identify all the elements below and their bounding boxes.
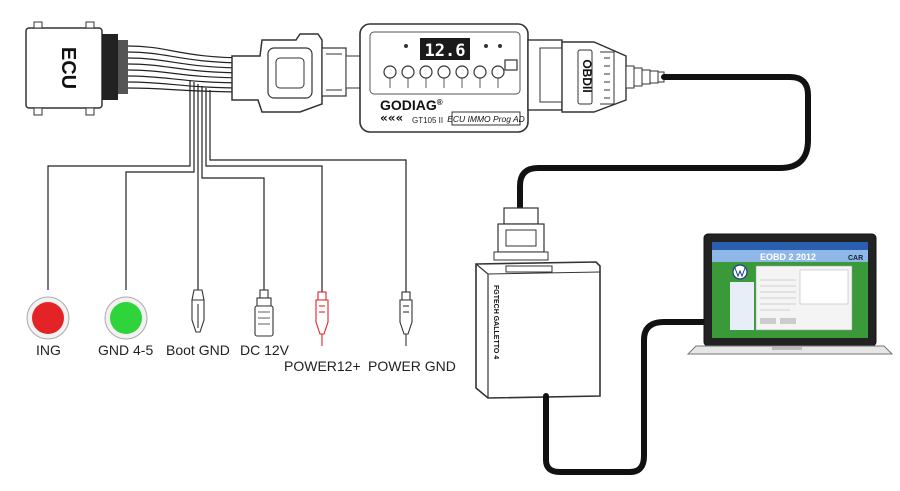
boot-gnd-clip-icon	[191, 289, 205, 333]
laptop-screen-title: EOBD 2 2012	[760, 252, 816, 262]
breakout-wires	[47, 80, 407, 292]
device-model: GT105 II	[412, 116, 443, 125]
gnd-led	[104, 296, 148, 340]
db-connector	[493, 207, 549, 261]
connector-label-power-ground: POWER GND	[368, 358, 456, 374]
voltage-readout: 12.6	[425, 41, 466, 61]
obd-plug: OBDII	[527, 39, 665, 113]
red-led-icon	[32, 302, 64, 334]
connector-label-power-positive: POWER12+	[284, 358, 361, 374]
switch-row	[383, 59, 518, 79]
godiag-device: 12.6 ««« GODIAG® GT105 II ECU IMMO Prog …	[359, 23, 529, 133]
device-brand: GODIAG®	[380, 97, 443, 113]
usb-cable	[543, 319, 711, 475]
connector-label-ing: ING	[36, 342, 61, 358]
status-led-icon	[484, 44, 488, 48]
ecu-module: ECU	[25, 21, 128, 116]
device-chevrons: «««	[380, 111, 403, 125]
green-led-icon	[110, 302, 142, 334]
programmer-box: FGTECH GALLETTO 4	[475, 261, 601, 399]
programmer-label: FGTECH GALLETTO 4	[492, 285, 499, 359]
ing-led	[26, 296, 70, 340]
ecu-label: ECU	[57, 47, 79, 89]
power-ground-probe-icon	[399, 291, 413, 346]
ecu-wire-bundle	[127, 45, 251, 93]
power-positive-probe-icon	[315, 291, 329, 346]
female-obd-connector	[231, 33, 365, 113]
obd-cable	[517, 74, 811, 213]
obd-label: OBDII	[580, 59, 594, 92]
laptop: EOBD 2 2012 CAR	[686, 233, 894, 355]
device-name: ECU IMMO Prog AD	[447, 114, 525, 124]
voltage-display	[420, 38, 470, 60]
connector-label-gnd: GND 4-5	[98, 342, 153, 358]
status-led-icon	[498, 44, 502, 48]
laptop-screen-tag: CAR	[848, 255, 863, 262]
connector-label-dc: DC 12V	[240, 342, 290, 358]
dc-jack-icon	[254, 289, 274, 337]
connector-label-boot-gnd: Boot GND	[166, 342, 230, 358]
status-led-icon	[404, 44, 408, 48]
